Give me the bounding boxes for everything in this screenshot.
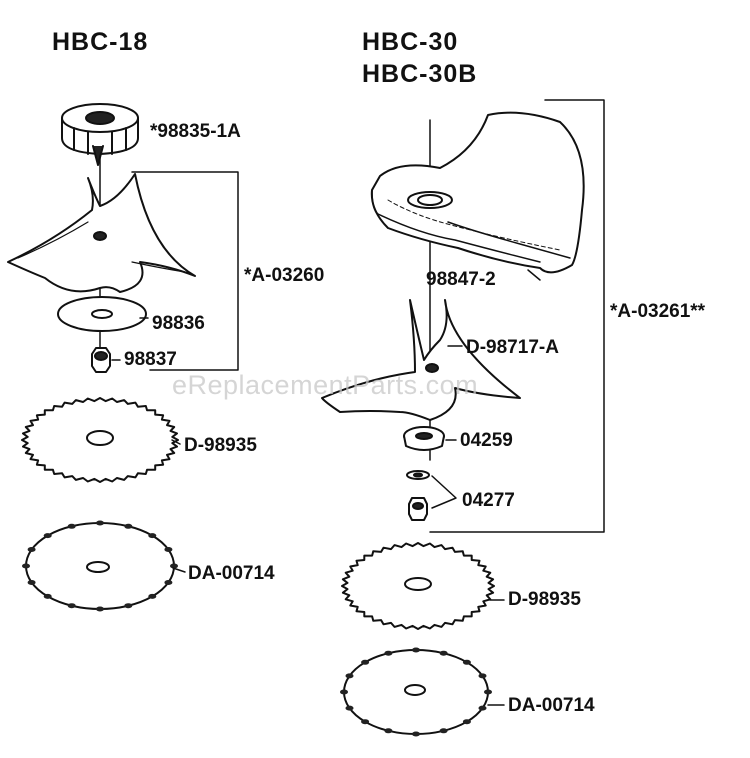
chain-tooth [412, 647, 420, 653]
left-three-point-blade [7, 173, 196, 293]
part-label-DA-00714-right: DA-00714 [508, 695, 595, 716]
chain-tooth [462, 719, 471, 725]
right-three-point-blade [321, 299, 521, 421]
part-label-98836: 98836 [152, 313, 205, 334]
cup-washer-part [403, 426, 445, 451]
chain-tooth [384, 728, 393, 734]
chain-tooth [164, 547, 173, 552]
chain-tooth [148, 593, 157, 599]
part-label-D-98935-right: D-98935 [508, 589, 581, 610]
part-label-A-03261: *A-03261** [610, 301, 706, 322]
part-label-04259: 04259 [460, 430, 513, 451]
part-label-DA-00714-left: DA-00714 [188, 563, 275, 584]
part-label-04277: 04277 [462, 490, 515, 511]
part-label-98835-1A: *98835-1A [150, 121, 241, 142]
chain-tooth [170, 563, 178, 569]
part-label-D-98717-A: D-98717-A [466, 337, 559, 358]
chain-tooth [345, 705, 354, 711]
chain-tooth [148, 533, 157, 539]
left-kit-bracket [131, 171, 239, 371]
chain-tooth [22, 563, 30, 569]
chain-tooth [124, 523, 133, 529]
chain-tooth [124, 603, 133, 609]
chain-tooth [345, 673, 354, 679]
chain-tooth [412, 731, 420, 737]
part-label-98837: 98837 [124, 349, 177, 370]
chain-tooth [96, 520, 104, 526]
left-saw-blade [21, 397, 179, 483]
right-chain-blade [340, 647, 492, 737]
model-title-right-1: HBC-30 [362, 28, 459, 56]
left-hex-nut-part [91, 347, 111, 373]
chain-tooth [67, 523, 76, 529]
chain-tooth [164, 580, 173, 585]
chain-tooth [96, 606, 104, 612]
model-title-right-2: HBC-30B [362, 60, 478, 88]
chain-tooth [27, 580, 36, 585]
chain-tooth [43, 593, 52, 599]
model-title-left: HBC-18 [52, 28, 149, 56]
chain-tooth [384, 650, 393, 656]
chain-tooth [478, 705, 487, 711]
chain-tooth [478, 673, 487, 679]
chain-tooth [361, 719, 370, 725]
chain-tooth [484, 689, 492, 695]
knob-nut-part [61, 103, 139, 166]
left-chain-blade [22, 520, 178, 612]
part-label-98847-2: 98847-2 [426, 269, 496, 290]
chain-tooth [27, 547, 36, 552]
chain-tooth [439, 728, 448, 734]
guard-part [370, 111, 585, 274]
washer-nut-part [406, 470, 430, 521]
part-label-D-98935-left: D-98935 [184, 435, 257, 456]
chain-tooth [340, 689, 348, 695]
right-saw-blade [341, 542, 495, 630]
watermark-text: eReplacementParts.com [172, 370, 479, 400]
chain-tooth [462, 659, 471, 665]
chain-tooth [43, 533, 52, 539]
chain-tooth [439, 650, 448, 656]
chain-tooth [361, 659, 370, 665]
right-kit-bracket [429, 99, 605, 533]
chain-tooth [67, 603, 76, 609]
part-label-A-03260: *A-03260 [244, 265, 325, 286]
left-washer-part [57, 296, 147, 332]
